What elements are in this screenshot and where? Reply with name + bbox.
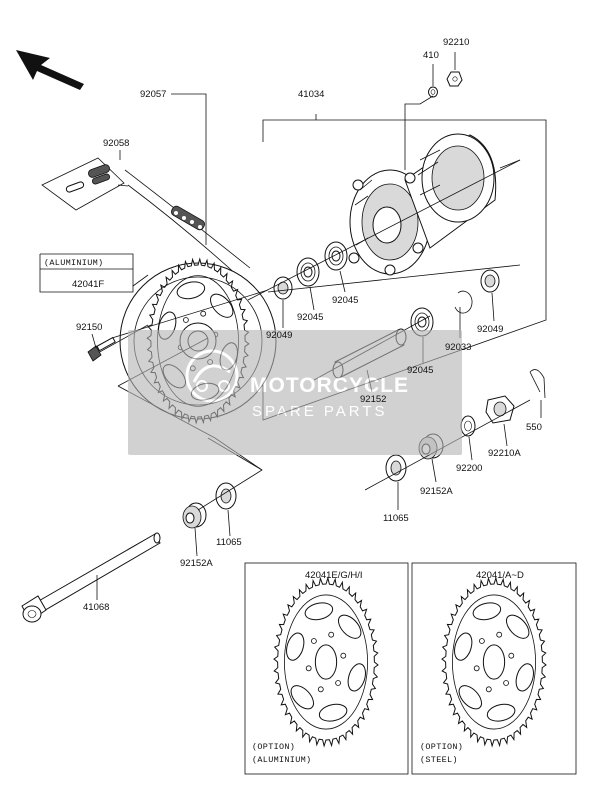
watermark: MOTORCYCLE SPARE PARTS xyxy=(128,330,462,455)
label-92210: 92210 xyxy=(443,37,469,48)
sprocket-hole xyxy=(176,281,206,300)
rear-hub xyxy=(348,133,497,276)
label-42041EGHI: 42041E/G/H/I xyxy=(305,570,363,581)
cotter-pin xyxy=(529,369,546,399)
part-labels: 92210 410 92057 41034 92058 (ALUMINIUM) … xyxy=(44,37,542,765)
label-410: 410 xyxy=(423,50,439,61)
option-sprocket-aluminium xyxy=(273,576,379,748)
sprocket-bolt-hole xyxy=(478,638,485,644)
sprocket-hole xyxy=(347,663,366,692)
label-92033: 92033 xyxy=(445,342,471,353)
sprocket-hole xyxy=(210,293,234,318)
bearing-right xyxy=(410,307,434,337)
sprocket-hole xyxy=(486,703,516,722)
sprocket-hole xyxy=(506,614,530,639)
sprocket-bolt-hole xyxy=(182,317,189,323)
label-92152A-right: 92152A xyxy=(420,486,453,497)
label-92152: 92152 xyxy=(360,394,386,405)
hub-nut xyxy=(446,71,463,87)
sprocket-bolt-hole xyxy=(335,680,342,686)
hub-washer xyxy=(428,86,438,98)
assembly-frame-lines xyxy=(39,52,547,600)
seal-right xyxy=(385,454,407,482)
sprocket-hole xyxy=(338,614,362,639)
option-box-aluminium xyxy=(244,562,409,775)
label-41034: 41034 xyxy=(298,89,324,100)
label-92152A-left: 92152A xyxy=(180,558,213,569)
option-sprocket-steel xyxy=(441,576,547,748)
option-box-steel xyxy=(411,562,577,775)
label-option-alu-2: (ALUMINIUM) xyxy=(252,755,311,765)
sprocket-hole xyxy=(458,685,482,710)
master-link-box xyxy=(41,157,125,211)
label-92057: 92057 xyxy=(140,89,166,100)
sprocket-bolt-hole xyxy=(496,631,503,638)
front-direction-arrow-icon xyxy=(16,50,84,90)
label-11065-right: 11065 xyxy=(383,513,409,524)
label-92210A: 92210A xyxy=(488,448,521,459)
label-option-steel-2: (STEEL) xyxy=(420,755,458,765)
label-92045-b: 92045 xyxy=(332,295,358,306)
sprocket-bolt-hole xyxy=(503,680,510,686)
label-92058: 92058 xyxy=(103,138,129,149)
sprocket-bolt-hole xyxy=(508,652,515,659)
sprocket-bolt-hole xyxy=(485,686,492,693)
axle-nut xyxy=(485,395,515,424)
drive-chain xyxy=(117,169,251,277)
sprocket-bolt-hole xyxy=(200,310,207,317)
oil-seal-left xyxy=(273,276,293,300)
label-aluminium-box: (ALUMINIUM) xyxy=(44,258,103,268)
label-42041F: 42041F xyxy=(72,279,104,290)
sprocket-bolt-hole xyxy=(328,631,335,638)
label-92049-left: 92049 xyxy=(266,330,292,341)
bearing-left-inner xyxy=(324,241,348,271)
sprocket-bolt-hole xyxy=(473,665,480,672)
sprocket-hole xyxy=(304,602,334,621)
collar-left xyxy=(182,502,207,529)
label-92200: 92200 xyxy=(456,463,482,474)
label-11065-left: 11065 xyxy=(216,537,242,548)
circlip xyxy=(454,290,473,314)
label-option-alu-1: (OPTION) xyxy=(252,742,295,752)
oil-seal-right xyxy=(480,269,500,293)
sprocket-hole xyxy=(318,703,348,722)
sprocket-bolt xyxy=(87,324,149,362)
bearing-left-outer xyxy=(296,257,320,287)
label-550: 550 xyxy=(526,422,542,433)
seal-left xyxy=(215,482,237,510)
axle-washer xyxy=(460,415,476,437)
sprocket-hole xyxy=(472,602,502,621)
sprocket-hole xyxy=(515,663,534,692)
label-42041AD: 42041/A~D xyxy=(476,570,524,581)
watermark-line1: MOTORCYCLE xyxy=(250,374,409,397)
sprocket-bolt-hole xyxy=(317,686,324,693)
sprocket-hole xyxy=(290,685,314,710)
label-41068: 41068 xyxy=(83,602,109,613)
sprocket-bolt-hole xyxy=(305,665,312,672)
rear-axle xyxy=(21,532,161,623)
label-92045-a: 92045 xyxy=(297,312,323,323)
label-92049-right: 92049 xyxy=(477,324,503,335)
label-92045-c: 92045 xyxy=(407,365,433,376)
label-92150: 92150 xyxy=(76,322,102,333)
sprocket-bolt-hole xyxy=(310,638,317,644)
label-option-steel-1: (OPTION) xyxy=(420,742,463,752)
sprocket-bolt-hole xyxy=(340,652,347,659)
sprocket-hole xyxy=(286,632,305,661)
watermark-line2: SPARE PARTS xyxy=(252,403,388,420)
sprocket-hole xyxy=(454,632,473,661)
